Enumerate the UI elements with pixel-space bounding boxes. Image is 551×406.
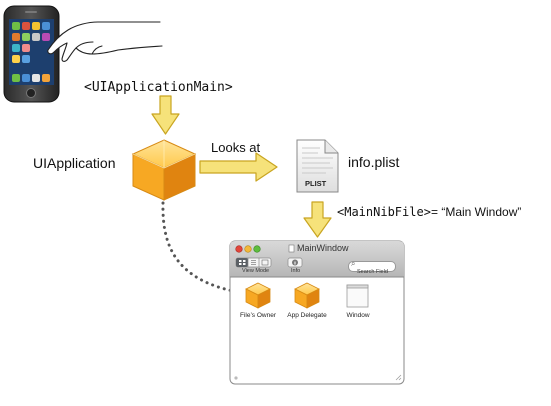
search-field-label: Search Field: [357, 269, 388, 275]
nib-item-label: File’s Owner: [239, 312, 276, 319]
plist-badge: PLIST: [305, 179, 327, 188]
nib-item-label: Window: [346, 312, 370, 319]
main-nib-value-label: = “Main Window”: [431, 205, 522, 219]
down-arrow-2: [303, 201, 332, 238]
uiapplication-label: UIApplication: [33, 155, 116, 171]
looks-at-arrow: [199, 152, 278, 182]
down-arrow-1: [151, 95, 180, 135]
window-minimize-button[interactable]: [244, 245, 252, 253]
view-mode-control[interactable]: [235, 257, 272, 268]
info-plist-label: info.plist: [348, 154, 400, 170]
search-field[interactable]: ⌕: [348, 259, 396, 272]
resize-grip[interactable]: [395, 374, 402, 381]
title-document-icon: [288, 244, 295, 253]
window-close-button[interactable]: [235, 245, 243, 253]
info-label: Info: [291, 268, 301, 274]
looks-at-label: Looks at: [211, 140, 261, 155]
search-icon: ⌕: [351, 259, 356, 268]
status-indicator: [234, 376, 238, 380]
iphone-icon: [3, 5, 60, 103]
view-mode-label: View Mode: [242, 268, 270, 274]
info-button[interactable]: [287, 257, 303, 268]
uiapplicationmain-label: <UIApplicationMain>: [84, 80, 233, 95]
dotted-connector-line: [161, 201, 240, 294]
files-owner-cube-icon[interactable]: [245, 282, 271, 309]
window-object-icon[interactable]: [346, 284, 369, 308]
plist-document-icon: [296, 139, 339, 193]
app-delegate-cube-icon[interactable]: [294, 282, 320, 309]
window-zoom-button[interactable]: [253, 245, 261, 253]
nib-item-label: App Delegate: [287, 312, 327, 319]
main-nib-key-label: <MainNibFile>: [337, 205, 431, 219]
hand-icon: [47, 21, 163, 62]
uiapplication-cube-icon: [131, 139, 197, 201]
nib-window-title: MainWindow: [297, 243, 349, 253]
